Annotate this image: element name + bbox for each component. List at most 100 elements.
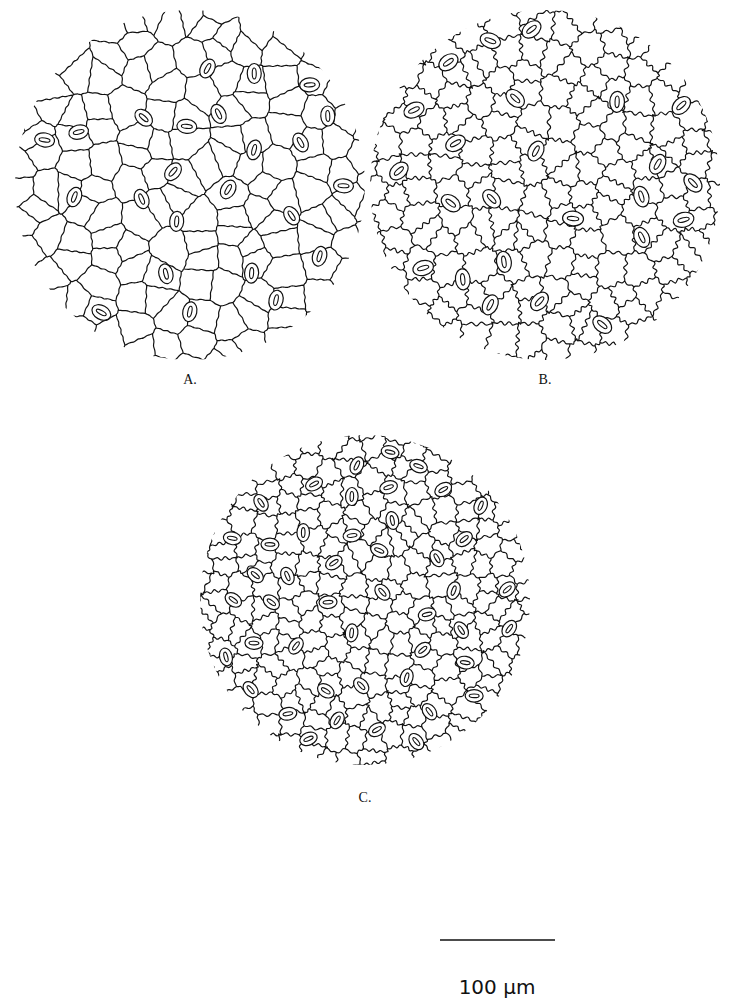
stoma	[181, 300, 199, 323]
stoma	[438, 191, 464, 215]
stoma	[327, 709, 347, 731]
stoma	[261, 538, 279, 551]
stoma	[519, 17, 545, 42]
panel-label: A.	[183, 372, 197, 388]
stoma	[333, 178, 354, 193]
stoma	[267, 289, 285, 312]
stoma	[64, 185, 84, 209]
stoma	[646, 151, 669, 177]
stoma	[436, 50, 462, 74]
stoma	[368, 541, 390, 560]
stoma	[319, 595, 338, 609]
stoma	[471, 495, 489, 516]
stoma	[527, 289, 552, 314]
stoma	[315, 681, 337, 701]
stoma	[411, 258, 435, 278]
stoma	[320, 106, 335, 127]
stoma	[589, 312, 615, 337]
stoma	[342, 528, 362, 543]
stoma	[278, 706, 298, 722]
scale-bar	[440, 939, 555, 941]
stoma	[176, 118, 197, 134]
stoma	[419, 701, 440, 723]
stoma	[386, 158, 411, 183]
epidermis-panel	[0, 0, 396, 390]
stoma	[524, 138, 547, 163]
stoma	[218, 647, 235, 668]
cell-walls	[328, 0, 736, 407]
stoma	[161, 160, 185, 184]
stoma	[609, 91, 624, 112]
stoma	[454, 268, 471, 290]
stoma	[310, 245, 329, 268]
cell-walls	[0, 0, 396, 390]
stoma	[669, 93, 694, 118]
stoma	[351, 675, 372, 697]
stoma	[380, 444, 400, 461]
epidermis-panel	[328, 0, 736, 407]
stoma	[290, 130, 312, 154]
stoma	[443, 132, 469, 155]
stoma	[208, 102, 229, 126]
stoma	[451, 619, 472, 641]
stoma	[222, 590, 244, 611]
stoma	[499, 618, 520, 640]
stoma	[412, 639, 434, 660]
stoma	[222, 530, 242, 546]
stoma	[297, 523, 310, 541]
stoma	[323, 552, 345, 573]
stoma	[197, 56, 219, 80]
cell-walls	[157, 393, 571, 820]
stoma	[401, 99, 426, 121]
stoma	[372, 581, 393, 603]
stoma	[384, 510, 400, 530]
stoma	[495, 250, 513, 273]
stoma	[455, 655, 475, 670]
stoma	[303, 474, 325, 494]
stoma	[260, 592, 282, 613]
stoma	[89, 302, 113, 324]
stoma	[347, 455, 366, 477]
stoma	[398, 667, 415, 688]
stoma	[496, 579, 518, 600]
stoma	[245, 636, 264, 649]
stoma	[345, 487, 358, 505]
stoma	[432, 480, 454, 500]
stoma	[131, 187, 152, 211]
epidermis-panel	[157, 393, 571, 820]
stoma	[478, 30, 503, 51]
stoma	[299, 77, 320, 92]
stoma	[479, 186, 504, 211]
stoma	[680, 170, 705, 195]
stoma	[67, 123, 90, 142]
scale-label: 100 μm	[459, 975, 536, 999]
stoma	[244, 263, 259, 284]
stoma	[465, 690, 483, 703]
stoma	[278, 565, 297, 587]
stoma	[251, 492, 271, 514]
stoma	[280, 204, 303, 228]
stoma	[672, 210, 696, 229]
stoma	[406, 731, 427, 753]
stoma	[217, 177, 239, 201]
stoma	[157, 262, 175, 285]
stoma	[244, 564, 266, 585]
stoma	[562, 210, 584, 227]
stoma	[445, 580, 463, 601]
stoma	[408, 457, 429, 475]
stoma	[34, 131, 56, 148]
panel-label: B.	[539, 372, 552, 388]
stoma	[366, 720, 388, 740]
stoma	[427, 547, 447, 569]
stoma	[479, 292, 502, 317]
stoma	[245, 138, 264, 161]
stoma	[344, 623, 359, 642]
stoma	[240, 679, 261, 701]
stoma	[247, 63, 261, 83]
panel-label: C.	[359, 790, 372, 806]
stoma	[286, 635, 307, 657]
stoma	[453, 529, 475, 550]
stoma	[503, 86, 528, 111]
